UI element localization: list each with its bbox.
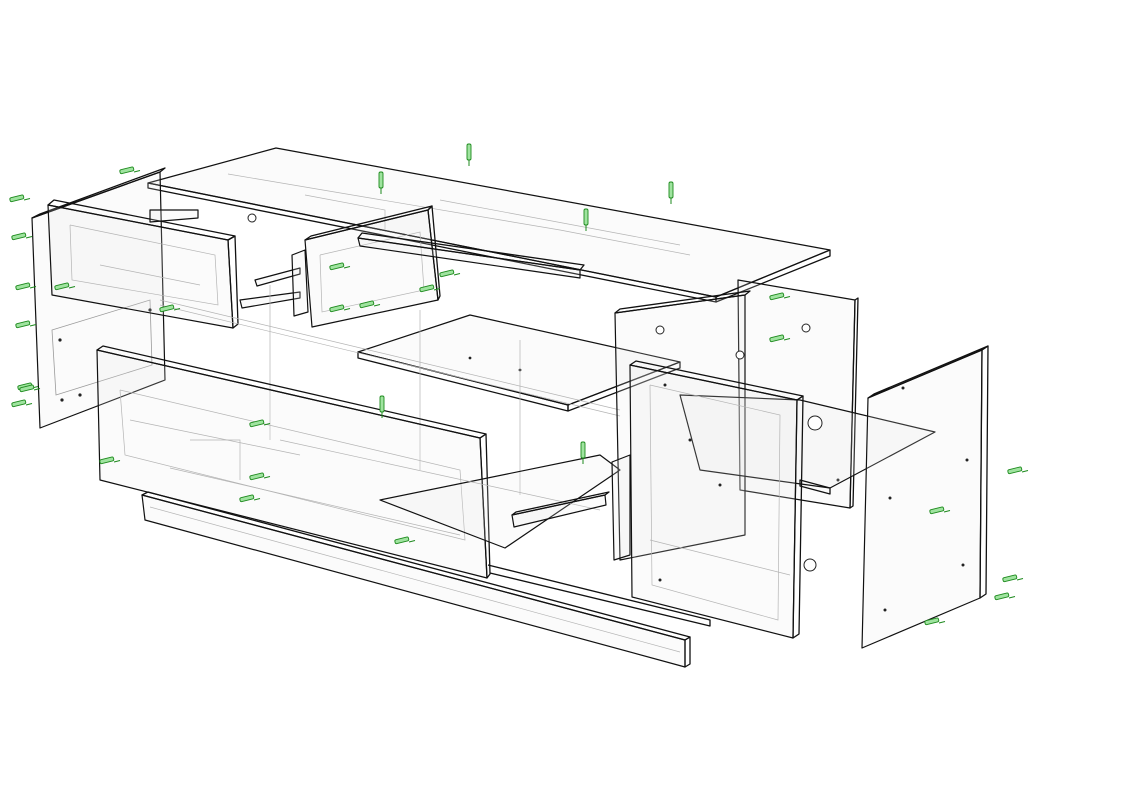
dowel-group <box>9 143 1029 626</box>
green-dowel-icon <box>929 506 951 515</box>
green-dowel-icon <box>394 536 416 545</box>
green-dowel-icon <box>769 292 791 301</box>
cam-lock-icon <box>735 350 745 360</box>
green-dowel-icon <box>580 441 586 464</box>
green-dowel-icon <box>439 269 461 278</box>
right-module-side <box>614 290 751 561</box>
middle-shelf <box>357 314 681 412</box>
back-panel <box>159 285 621 495</box>
green-dowel-icon <box>1002 574 1024 583</box>
top-panel <box>147 147 831 303</box>
green-dowel-icon <box>378 171 384 194</box>
cam-lock-icon <box>655 325 665 335</box>
bottom-drawer-rail <box>511 491 610 528</box>
bottom-drawer-base <box>279 439 621 549</box>
green-dowel-icon <box>668 181 674 204</box>
green-dowel-icon <box>11 232 33 241</box>
green-dowel-icon <box>9 194 31 203</box>
green-dowel-icon <box>99 456 121 465</box>
green-dowel-icon <box>239 494 261 503</box>
green-dowel-icon <box>54 282 76 291</box>
green-dowel-icon <box>924 617 946 626</box>
cam-lock-icon <box>807 415 823 431</box>
green-dowel-icon <box>583 208 589 231</box>
middle-partition <box>291 249 309 317</box>
green-dowel-icon <box>359 300 381 309</box>
green-dowel-icon <box>769 334 791 343</box>
right-module-divider <box>611 454 631 561</box>
right-end-panel <box>861 345 989 649</box>
green-dowel-icon <box>119 166 141 175</box>
green-dowel-icon <box>419 284 441 293</box>
green-dowel-icon <box>994 592 1016 601</box>
green-dowel-icon <box>11 399 33 408</box>
green-dowel-icon <box>329 304 351 313</box>
base-rail <box>487 564 711 627</box>
green-dowel-icon <box>249 419 271 428</box>
green-dowel-icon <box>1007 466 1029 475</box>
left-side-panel <box>31 167 166 429</box>
green-dowel-icon <box>159 304 181 313</box>
cam-lock-icon <box>801 323 811 333</box>
plinth-board <box>141 491 691 668</box>
bottom-drawer-front <box>96 345 491 579</box>
green-dowel-icon <box>19 384 41 393</box>
green-dowel-icon <box>249 472 271 481</box>
green-dowel-icon <box>15 282 37 291</box>
right-module-shelf <box>679 394 936 495</box>
green-dowel-icon <box>379 395 385 418</box>
middle-rail <box>357 232 585 279</box>
cam-lock-icon <box>247 213 257 223</box>
right-module-door <box>629 360 817 639</box>
green-dowel-icon <box>466 143 472 166</box>
green-dowel-icon <box>329 262 351 271</box>
cam-lock-icon <box>803 558 817 572</box>
green-dowel-icon <box>15 320 37 329</box>
